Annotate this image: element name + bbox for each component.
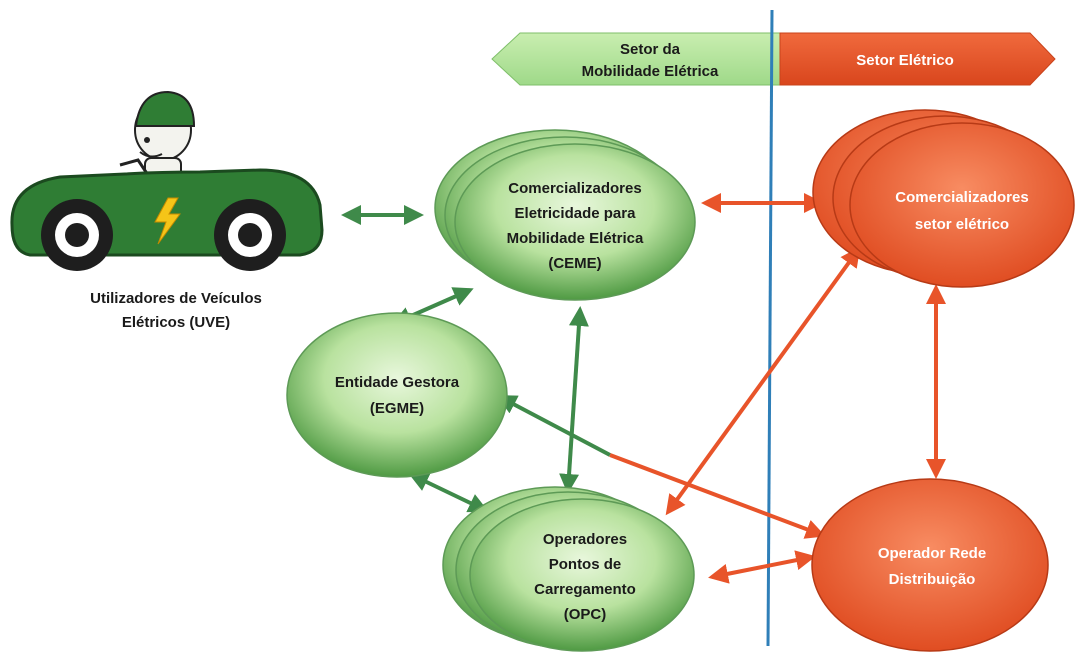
opc-label-line-3: Carregamento — [534, 581, 636, 598]
ceme-node: Comercializadores Eletricidade para Mobi… — [434, 129, 696, 301]
arrow-opc-ord — [708, 550, 816, 584]
mobility-sector-line-2: Mobilidade Elétrica — [582, 63, 719, 80]
ord-node: Operador Rede Distribuição — [811, 478, 1049, 652]
egme-label-line-1: Entidade Gestora — [335, 374, 460, 391]
sector-divider — [766, 9, 774, 647]
egme-label-line-2: (EGME) — [370, 400, 424, 417]
opc-label-line-4: (OPC) — [564, 606, 607, 623]
arrows — [341, 193, 946, 584]
comercializadores-se-label-line-1: Comercializadores — [895, 189, 1028, 206]
electric-car-icon — [10, 90, 324, 271]
egme-node: Entidade Gestora (EGME) — [286, 312, 508, 478]
ceme-label-line-3: Mobilidade Elétrica — [507, 230, 644, 247]
mobility-sector-line-1: Setor da — [620, 41, 681, 58]
arrow-egme-opc — [408, 472, 489, 513]
electric-sector-banner: Setor Elétrico — [779, 32, 1056, 86]
comercializadores-se-node: Comercializadores setor elétrico — [812, 109, 1075, 288]
uve-label-line-1: Utilizadores de Veículos — [90, 290, 262, 307]
mobility-sector-banner: Setor da Mobilidade Elétrica — [491, 32, 781, 86]
ord-label-line-1: Operador Rede — [878, 545, 986, 562]
arrow-ceme-opc — [559, 306, 589, 494]
uve-label-line-2: Elétricos (UVE) — [122, 314, 230, 331]
arrow-egme-ord-green — [496, 395, 611, 457]
ceme-label-line-1: Comercializadores — [508, 180, 641, 197]
arrow-opc-comercializadores — [665, 246, 861, 516]
uve-node: Utilizadores de Veículos Elétricos (UVE) — [10, 90, 324, 331]
opc-node: Operadores Pontos de Carregamento (OPC) — [442, 486, 695, 652]
comercializadores-se-label-line-2: setor elétrico — [915, 216, 1009, 233]
electric-sector-label: Setor Elétrico — [856, 52, 954, 69]
ord-label-line-2: Distribuição — [889, 571, 976, 588]
ceme-label-line-4: (CEME) — [548, 255, 601, 272]
opc-label-line-2: Pontos de — [549, 556, 622, 573]
ceme-label-line-2: Eletricidade para — [515, 205, 637, 222]
opc-label-line-1: Operadores — [543, 531, 627, 548]
